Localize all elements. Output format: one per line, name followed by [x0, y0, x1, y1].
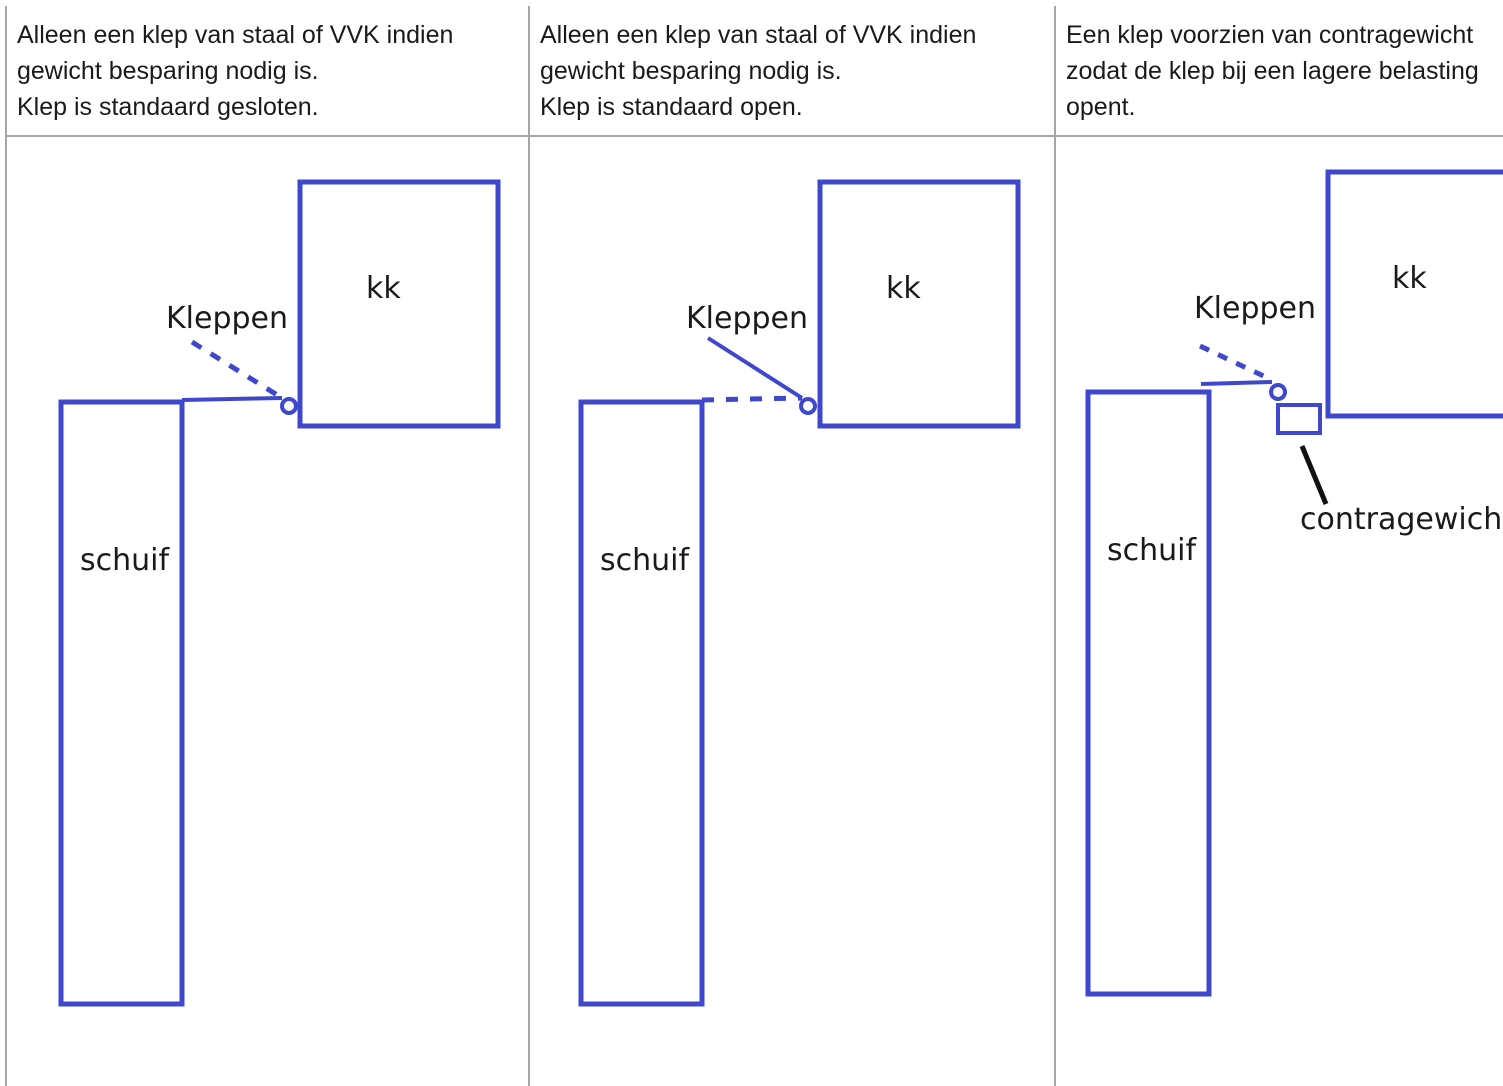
- schuif-rectangle: [1085, 389, 1212, 997]
- kk-rectangle: [297, 179, 501, 429]
- kleppen-label: Kleppen: [166, 301, 288, 336]
- schuif-label: schuif: [600, 543, 690, 578]
- kk-rectangle: [1325, 169, 1503, 419]
- contragewicht-box: [1276, 403, 1322, 435]
- hinge-icon: [1269, 383, 1287, 401]
- contragewicht-pointer: [1299, 445, 1329, 505]
- schuif-rectangle: [578, 399, 705, 1007]
- valve-closed-line: [1200, 380, 1273, 386]
- diagram-column-2: [578, 179, 1021, 1007]
- header-divider: [6, 135, 1503, 137]
- kk-label: kk: [886, 271, 921, 306]
- caption-line: Alleen een klep van staal of VVK indien: [540, 21, 977, 49]
- caption-line: Klep is standaard gesloten.: [17, 93, 319, 121]
- hinge-icon: [799, 397, 817, 415]
- caption-line: gewicht besparing nodig is.: [540, 57, 842, 85]
- kleppen-label: Kleppen: [1194, 291, 1316, 326]
- column-divider: [1054, 6, 1056, 1086]
- schuif-label: schuif: [1107, 533, 1197, 568]
- schuif-rectangle: [58, 399, 185, 1007]
- caption-line: Alleen een klep van staal of VVK indien: [17, 21, 454, 49]
- caption-line: Een klep voorzien van contragewicht: [1066, 21, 1474, 49]
- kk-label: kk: [1392, 261, 1427, 296]
- column-divider: [5, 6, 7, 1086]
- schuif-label: schuif: [80, 543, 170, 578]
- valve-open-line: [706, 336, 804, 400]
- contragewicht-label: contragewicht: [1300, 502, 1503, 537]
- kk-label: kk: [366, 271, 401, 306]
- diagram-column-1: [58, 179, 501, 1007]
- caption-line: opent.: [1066, 93, 1136, 121]
- caption-line: Klep is standaard open.: [540, 93, 803, 121]
- valve-closed-line: [181, 396, 283, 402]
- diagram-column-3: [1085, 169, 1503, 997]
- valve-open-dashed: [1198, 343, 1274, 383]
- kleppen-label: Kleppen: [686, 301, 808, 336]
- valve-closed-dashed: [701, 395, 803, 403]
- caption-line: zodat de klep bij een lagere belasting: [1066, 57, 1479, 85]
- caption-column-3: Een klep voorzien van contragewicht zoda…: [1066, 17, 1503, 125]
- column-divider: [528, 6, 530, 1086]
- valve-open-dashed: [190, 339, 284, 401]
- caption-column-2: Alleen een klep van staal of VVK indien …: [540, 17, 1048, 125]
- caption-line: gewicht besparing nodig is.: [17, 57, 319, 85]
- kk-rectangle: [817, 179, 1021, 429]
- hinge-icon: [280, 397, 298, 415]
- caption-column-1: Alleen een klep van staal of VVK indien …: [17, 17, 522, 125]
